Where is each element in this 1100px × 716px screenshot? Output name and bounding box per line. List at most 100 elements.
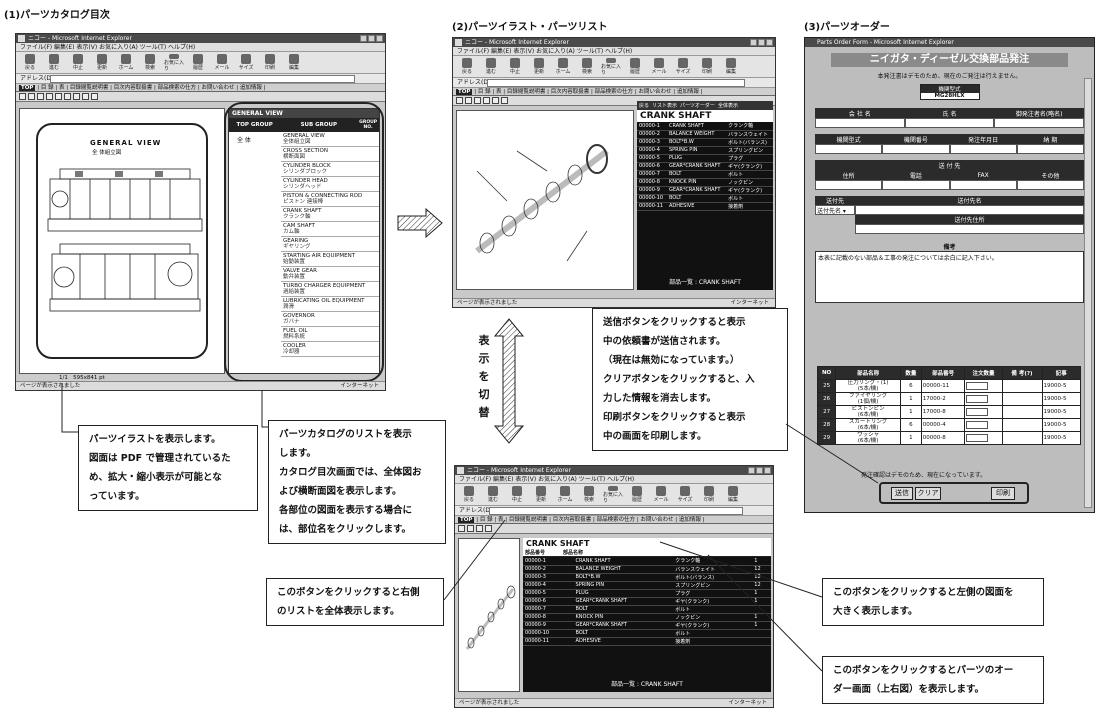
menu-bar[interactable]: ファイル(F) 編集(E) 表示(V) お気に入り(A) ツール(T) ヘルプ(… — [16, 43, 385, 52]
zoom-in-icon[interactable] — [476, 525, 483, 532]
pdf-tool-icon[interactable] — [467, 525, 474, 532]
menu-bar[interactable]: ファイル(F) 編集(E) 表示(V) お気に入り(A) ツール(T) ヘルプ(… — [453, 47, 775, 56]
address-input[interactable] — [815, 180, 883, 190]
toolbar-button[interactable]: 更新 — [92, 53, 112, 72]
toolbar-button[interactable]: 印刷 — [697, 57, 717, 76]
maximize-button[interactable] — [758, 39, 765, 46]
destination-select[interactable]: 送付先名 ▾ — [815, 205, 855, 215]
nav-tab[interactable]: 目次内容取扱書 — [552, 517, 592, 523]
remarks-textarea[interactable]: 本表に記載のない部品＆工事の発注については余白に記入下さい。 — [815, 251, 1084, 303]
pdf-pager[interactable]: 1/1 595x841 pt — [19, 374, 225, 382]
engine-number-input[interactable] — [882, 144, 950, 154]
minimize-button[interactable] — [360, 35, 367, 42]
toolbar-button[interactable]: 印刷 — [699, 485, 719, 504]
address-input[interactable] — [489, 507, 743, 515]
toolbar-button[interactable]: 戻る — [20, 53, 40, 72]
catalog-group-link[interactable]: CROSS SECTION横断面図00102 — [281, 147, 379, 162]
toolbar-button[interactable]: 編集 — [284, 53, 304, 72]
toolbar-button[interactable]: 進む — [481, 57, 501, 76]
toolbar-button[interactable]: メール — [649, 57, 669, 76]
toolbar-button[interactable]: お気に入り — [601, 57, 621, 76]
order-qty-input[interactable] — [964, 431, 1003, 445]
text-tool-icon[interactable] — [73, 93, 80, 100]
engine-type-input[interactable] — [815, 144, 883, 154]
address-input[interactable] — [487, 79, 745, 87]
nav-tab[interactable]: 部品検索の仕方 — [596, 517, 636, 523]
nav-tab[interactable]: 目録閲覧説明書 — [69, 85, 109, 91]
toolbar-button[interactable]: 更新 — [531, 485, 551, 504]
toolbar-button[interactable]: 中止 — [505, 57, 525, 76]
toolbar-button[interactable]: 印刷 — [260, 53, 280, 72]
nav-tab[interactable]: 追加情報 — [239, 85, 262, 91]
nav-tab[interactable]: 目録閲覧説明書 — [508, 517, 548, 523]
print-button[interactable]: 印刷 — [991, 487, 1015, 500]
nav-tab[interactable]: 部品検索の仕方 — [594, 89, 634, 95]
toolbar-button[interactable]: サイズ — [673, 57, 693, 76]
close-button[interactable] — [376, 35, 383, 42]
toolbar-button[interactable]: 編集 — [721, 57, 741, 76]
toolbar-button[interactable]: 検索 — [579, 485, 599, 504]
toolbar-button[interactable]: 検索 — [140, 53, 160, 72]
nav-tab[interactable]: 表 — [495, 89, 502, 95]
order-qty-input[interactable] — [964, 418, 1003, 432]
toolbar-button[interactable]: サイズ — [236, 53, 256, 72]
pdf-tool-icon[interactable] — [19, 93, 26, 100]
prev-page-icon[interactable] — [82, 93, 89, 100]
pdf-tool-icon[interactable] — [28, 93, 35, 100]
nav-tab[interactable]: 部品検索の仕方 — [157, 85, 197, 91]
toolbar-button[interactable]: メール — [651, 485, 671, 504]
company-name-input[interactable] — [815, 118, 905, 128]
order-qty-input[interactable] — [964, 405, 1003, 419]
nav-tab[interactable]: 目 録 — [479, 517, 493, 523]
nav-tab[interactable]: 目 録 — [40, 85, 54, 91]
toolbar-button[interactable]: 戻る — [459, 485, 479, 504]
order-qty-input[interactable] — [964, 379, 1003, 393]
order-date-input[interactable] — [949, 144, 1017, 154]
toolbar-button[interactable]: 進む — [44, 53, 64, 72]
orderer-name-input[interactable] — [994, 118, 1085, 128]
person-name-input[interactable] — [904, 118, 995, 128]
zoom-in-icon[interactable] — [483, 97, 490, 104]
toolbar-button[interactable]: 更新 — [529, 57, 549, 76]
zoom-out-icon[interactable] — [485, 525, 492, 532]
scrollbar[interactable] — [1084, 78, 1092, 508]
minimize-button[interactable] — [750, 39, 757, 46]
menu-bar[interactable]: ファイル(F) 編集(E) 表示(V) お気に入り(A) ツール(T) ヘルプ(… — [455, 475, 773, 484]
toolbar-button[interactable]: 進む — [483, 485, 503, 504]
maximize-button[interactable] — [756, 467, 763, 474]
general-view-drawing[interactable]: GENERAL VIEW 全 体組立図 — [19, 108, 225, 374]
toolbar-button[interactable]: 履歴 — [625, 57, 645, 76]
next-page-icon[interactable] — [91, 93, 98, 100]
address-input[interactable] — [50, 75, 355, 83]
order-qty-input[interactable] — [964, 392, 1003, 406]
toolbar-button[interactable]: 履歴 — [188, 53, 208, 72]
destination-address-input[interactable] — [855, 224, 1084, 234]
toolbar-button[interactable]: 検索 — [577, 57, 597, 76]
toolbar-button[interactable]: ホーム — [555, 485, 575, 504]
pdf-tool-icon[interactable] — [465, 97, 472, 104]
close-button[interactable] — [764, 467, 771, 474]
parts-list-tab[interactable]: 全体表示 — [717, 103, 738, 109]
zoom-in-icon[interactable] — [55, 93, 62, 100]
nav-tab[interactable]: 目次内容取扱書 — [113, 85, 153, 91]
close-button[interactable] — [766, 39, 773, 46]
toolbar-button[interactable]: 中止 — [507, 485, 527, 504]
nav-tab[interactable]: TOP — [456, 89, 473, 95]
hand-tool-icon[interactable] — [474, 97, 481, 104]
